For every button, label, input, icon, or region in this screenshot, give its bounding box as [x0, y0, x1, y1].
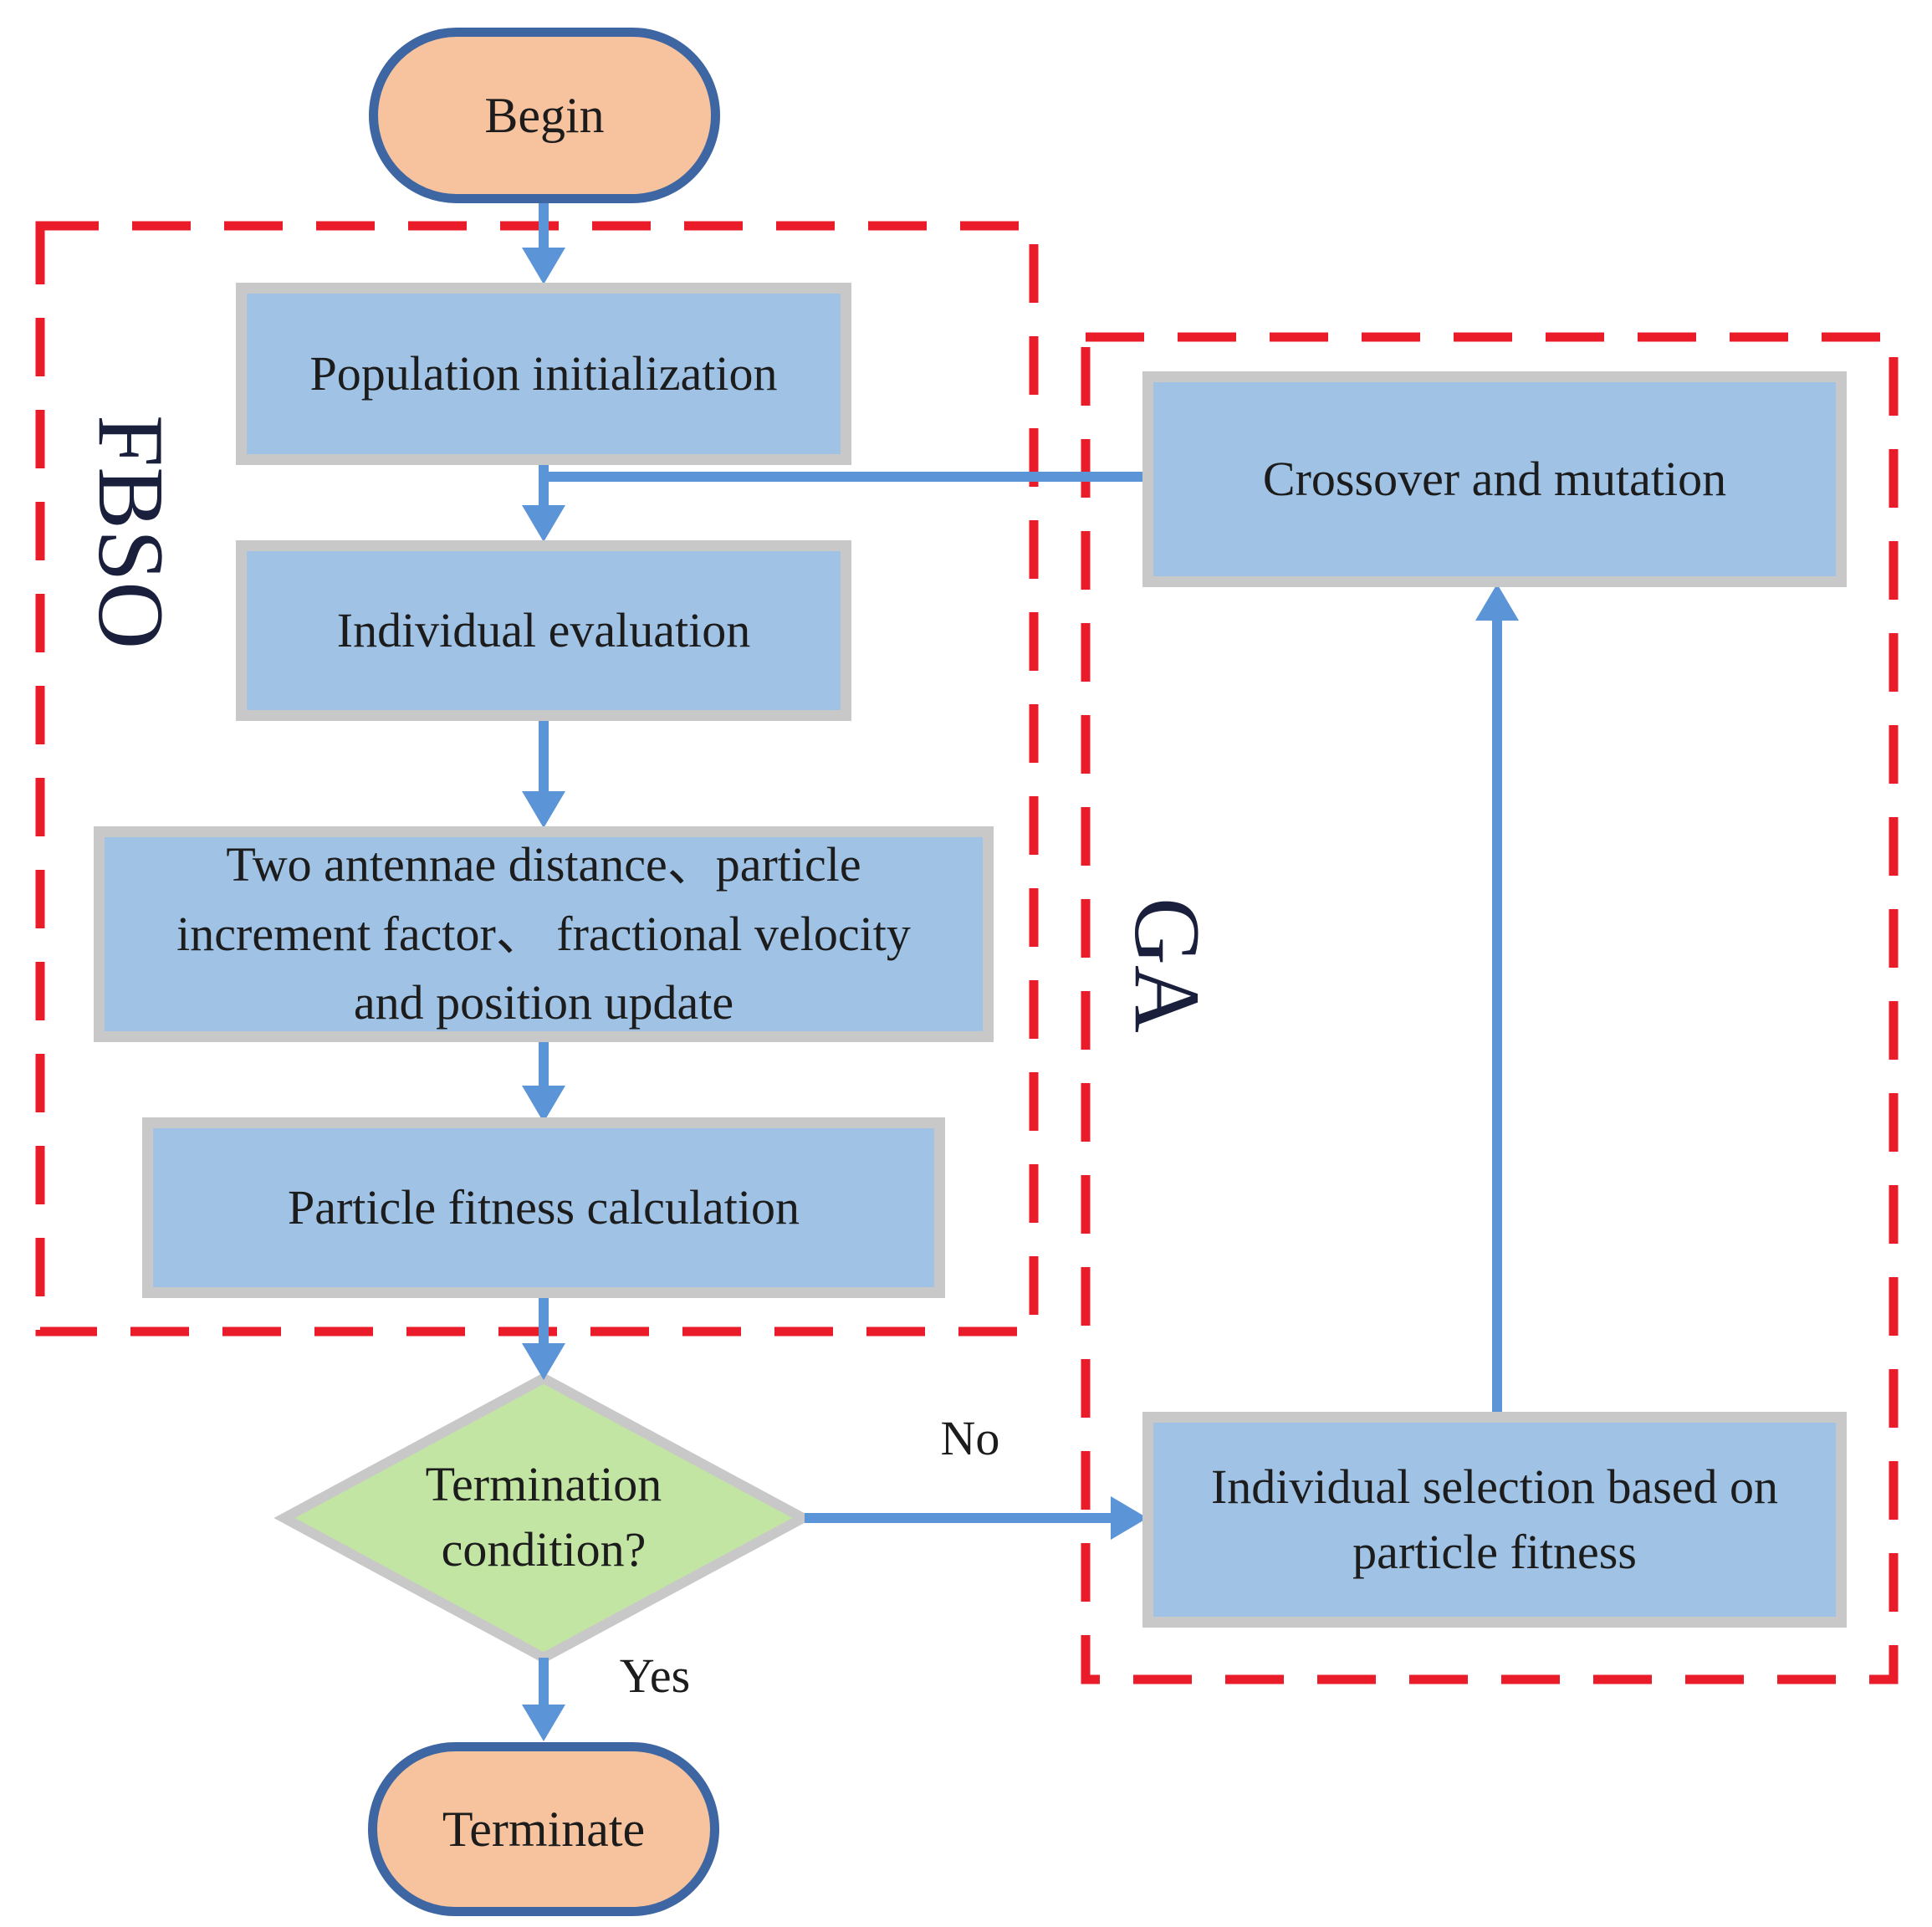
fbso-group-label: FBSO — [79, 415, 182, 650]
crossover-and-mutation-box[interactable]: Crossover and mutation — [1142, 371, 1847, 587]
termination-decision-text[interactable]: Termination condition? — [351, 1452, 736, 1583]
arrowhead-terminate — [522, 1705, 565, 1741]
arrowhead-decision — [522, 1343, 565, 1380]
ga-group-frame — [1081, 332, 1899, 1684]
position-update-line-2: increment factor、 fractional velocity — [176, 906, 911, 961]
ga-group-label: GA — [1115, 897, 1219, 1033]
particle-fitness-calculation-box[interactable]: Particle fitness calculation — [142, 1117, 945, 1298]
arrowhead-init — [522, 248, 565, 284]
fbso-group-frame — [35, 221, 1039, 1337]
position-update-line-1: Two antennae distance、particle — [226, 837, 861, 892]
position-update-box[interactable]: Two antennae distance、particle increment… — [94, 826, 994, 1042]
population-initialization-box[interactable]: Population initialization — [236, 283, 851, 465]
yes-edge-label: Yes — [619, 1648, 691, 1703]
arrowhead-fitness — [522, 1086, 565, 1122]
arrowhead-crossover — [1475, 584, 1519, 621]
selection-line-2: particle fitness — [1352, 1525, 1637, 1579]
decision-line-2: condition? — [441, 1522, 647, 1577]
individual-evaluation-box[interactable]: Individual evaluation — [236, 540, 851, 721]
no-edge-label: No — [940, 1411, 1000, 1465]
selection-line-1: Individual selection based on — [1210, 1459, 1779, 1514]
arrowhead-update — [522, 791, 565, 828]
arrowhead-selection — [1111, 1496, 1147, 1540]
begin-node[interactable]: Begin — [369, 28, 720, 203]
terminate-node[interactable]: Terminate — [368, 1742, 719, 1916]
decision-line-1: Termination — [425, 1457, 662, 1511]
arrowhead-eval — [522, 505, 565, 542]
position-update-line-3: and position update — [353, 975, 734, 1030]
individual-selection-box[interactable]: Individual selection based on particle f… — [1142, 1412, 1847, 1628]
